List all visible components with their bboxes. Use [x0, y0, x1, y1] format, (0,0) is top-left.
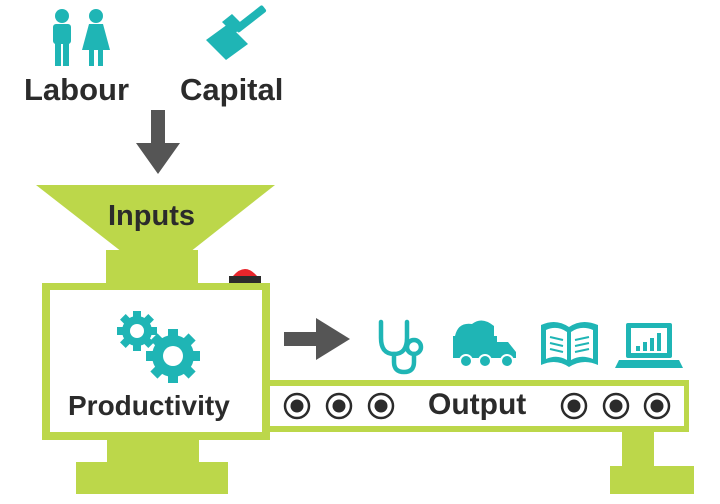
- down-arrow: [136, 110, 180, 174]
- roller: [367, 392, 395, 420]
- people-icon: [53, 9, 110, 66]
- stethoscope-icon: [378, 319, 424, 375]
- capital-label: Capital: [180, 72, 284, 107]
- productivity-label: Productivity: [68, 390, 230, 421]
- roller: [560, 392, 588, 420]
- roller: [643, 392, 671, 420]
- roller: [325, 392, 353, 420]
- output-label: Output: [428, 388, 527, 421]
- machine-base: [76, 434, 228, 494]
- labour-label: Labour: [24, 72, 130, 107]
- power-button: [229, 269, 261, 287]
- laptop-chart-icon: [615, 323, 683, 368]
- open-book-icon: [541, 321, 598, 367]
- inputs-label: Inputs: [108, 200, 195, 232]
- roller: [283, 392, 311, 420]
- hammer-icon: [206, 5, 267, 60]
- gears-icon: [117, 311, 200, 383]
- hopper: [36, 185, 275, 288]
- dump-truck-icon: [453, 320, 516, 368]
- roller: [602, 392, 630, 420]
- right-arrow: [284, 318, 350, 360]
